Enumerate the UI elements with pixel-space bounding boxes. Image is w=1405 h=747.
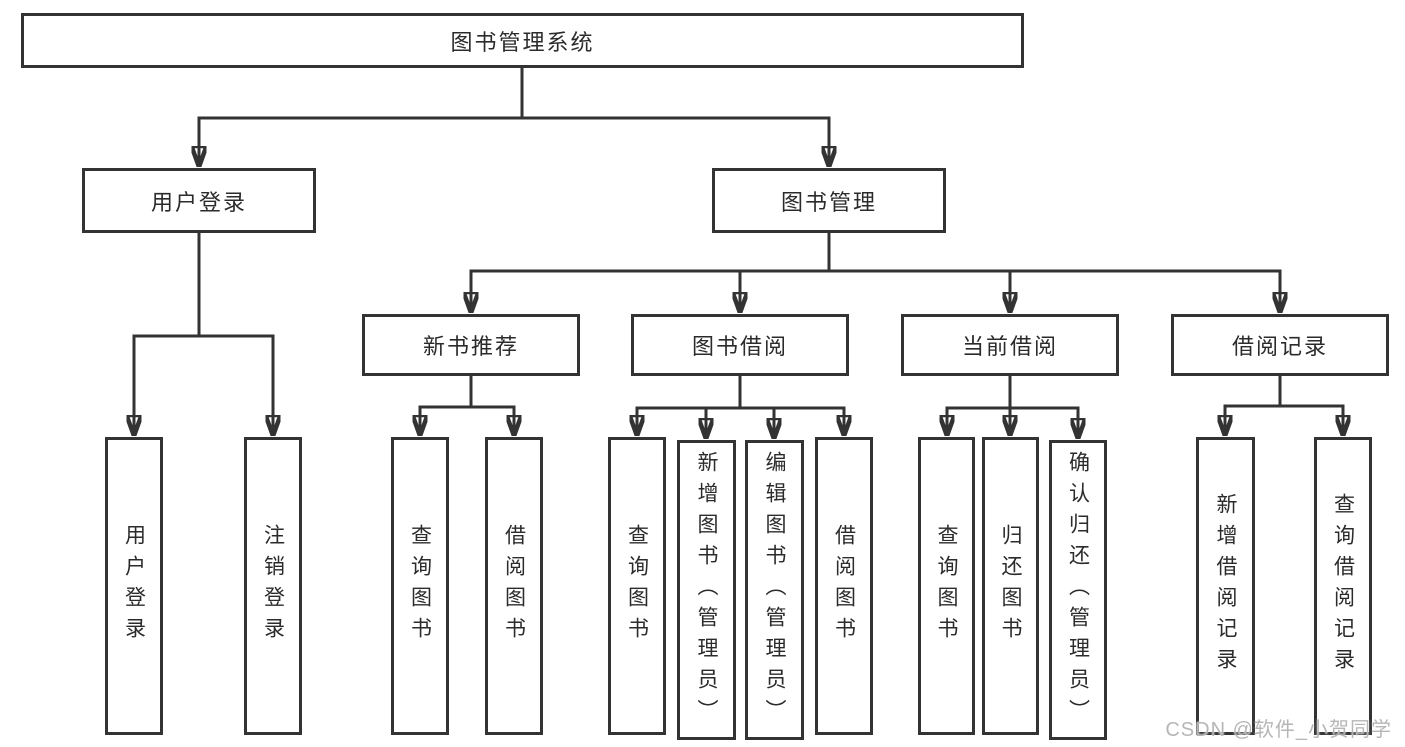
leaf-query-books-3: 查询图书 <box>918 437 975 735</box>
leaf-query-books-2-label: 查询图书 <box>625 524 649 648</box>
node-user-login-branch: 用户登录 <box>82 168 316 233</box>
node-user-login-branch-label: 用户登录 <box>150 189 247 215</box>
leaf-borrow-books-2-label: 借阅图书 <box>832 524 856 648</box>
node-root: 图书管理系统 <box>21 13 1024 68</box>
leaf-query-books-1-label: 查询图书 <box>408 524 432 648</box>
node-current-borrowing-label: 当前借阅 <box>961 334 1058 359</box>
leaf-user-login: 用户登录 <box>105 437 163 735</box>
leaf-borrow-books-1-label: 借阅图书 <box>502 524 526 648</box>
node-borrow-records: 借阅记录 <box>1171 314 1389 376</box>
leaf-query-borrow-record-label: 查询借阅记录 <box>1331 493 1355 679</box>
node-borrow-records-label: 借阅记录 <box>1231 334 1328 359</box>
leaf-borrow-books-2: 借阅图书 <box>815 437 873 735</box>
node-book-management-label: 图书管理 <box>780 189 877 215</box>
leaf-add-borrow-record-label: 新增借阅记录 <box>1214 493 1237 679</box>
leaf-confirm-return-admin-label: 确认归还（管理员） <box>1066 450 1090 730</box>
leaf-query-borrow-record: 查询借阅记录 <box>1314 437 1372 735</box>
leaf-query-books-1: 查询图书 <box>391 437 449 735</box>
leaf-logout-label: 注销登录 <box>261 524 285 648</box>
csdn-watermark: CSDN @软件_小贺同学 <box>1165 719 1392 741</box>
leaf-query-books-3-label: 查询图书 <box>935 524 958 648</box>
leaf-add-book-admin: 新增图书（管理员） <box>677 440 736 740</box>
node-current-borrowing: 当前借阅 <box>901 314 1119 376</box>
leaf-return-book: 归还图书 <box>982 437 1039 735</box>
leaf-query-books-2: 查询图书 <box>608 437 666 735</box>
node-root-label: 图书管理系统 <box>450 29 595 55</box>
leaf-confirm-return-admin: 确认归还（管理员） <box>1049 440 1107 740</box>
leaf-edit-book-admin-label: 编辑图书（管理员） <box>763 450 786 730</box>
node-book-management: 图书管理 <box>712 168 946 233</box>
node-new-book-recommend-label: 新书推荐 <box>422 334 519 359</box>
leaf-return-book-label: 归还图书 <box>999 524 1022 648</box>
leaf-user-login-label: 用户登录 <box>122 524 146 648</box>
node-new-book-recommend: 新书推荐 <box>362 314 580 376</box>
leaf-add-borrow-record: 新增借阅记录 <box>1196 437 1255 735</box>
leaf-logout: 注销登录 <box>244 437 302 735</box>
leaf-add-book-admin-label: 新增图书（管理员） <box>695 450 718 730</box>
leaf-edit-book-admin: 编辑图书（管理员） <box>745 440 804 740</box>
node-book-borrowing: 图书借阅 <box>631 314 849 376</box>
leaf-borrow-books-1: 借阅图书 <box>485 437 543 735</box>
node-book-borrowing-label: 图书借阅 <box>691 334 788 359</box>
